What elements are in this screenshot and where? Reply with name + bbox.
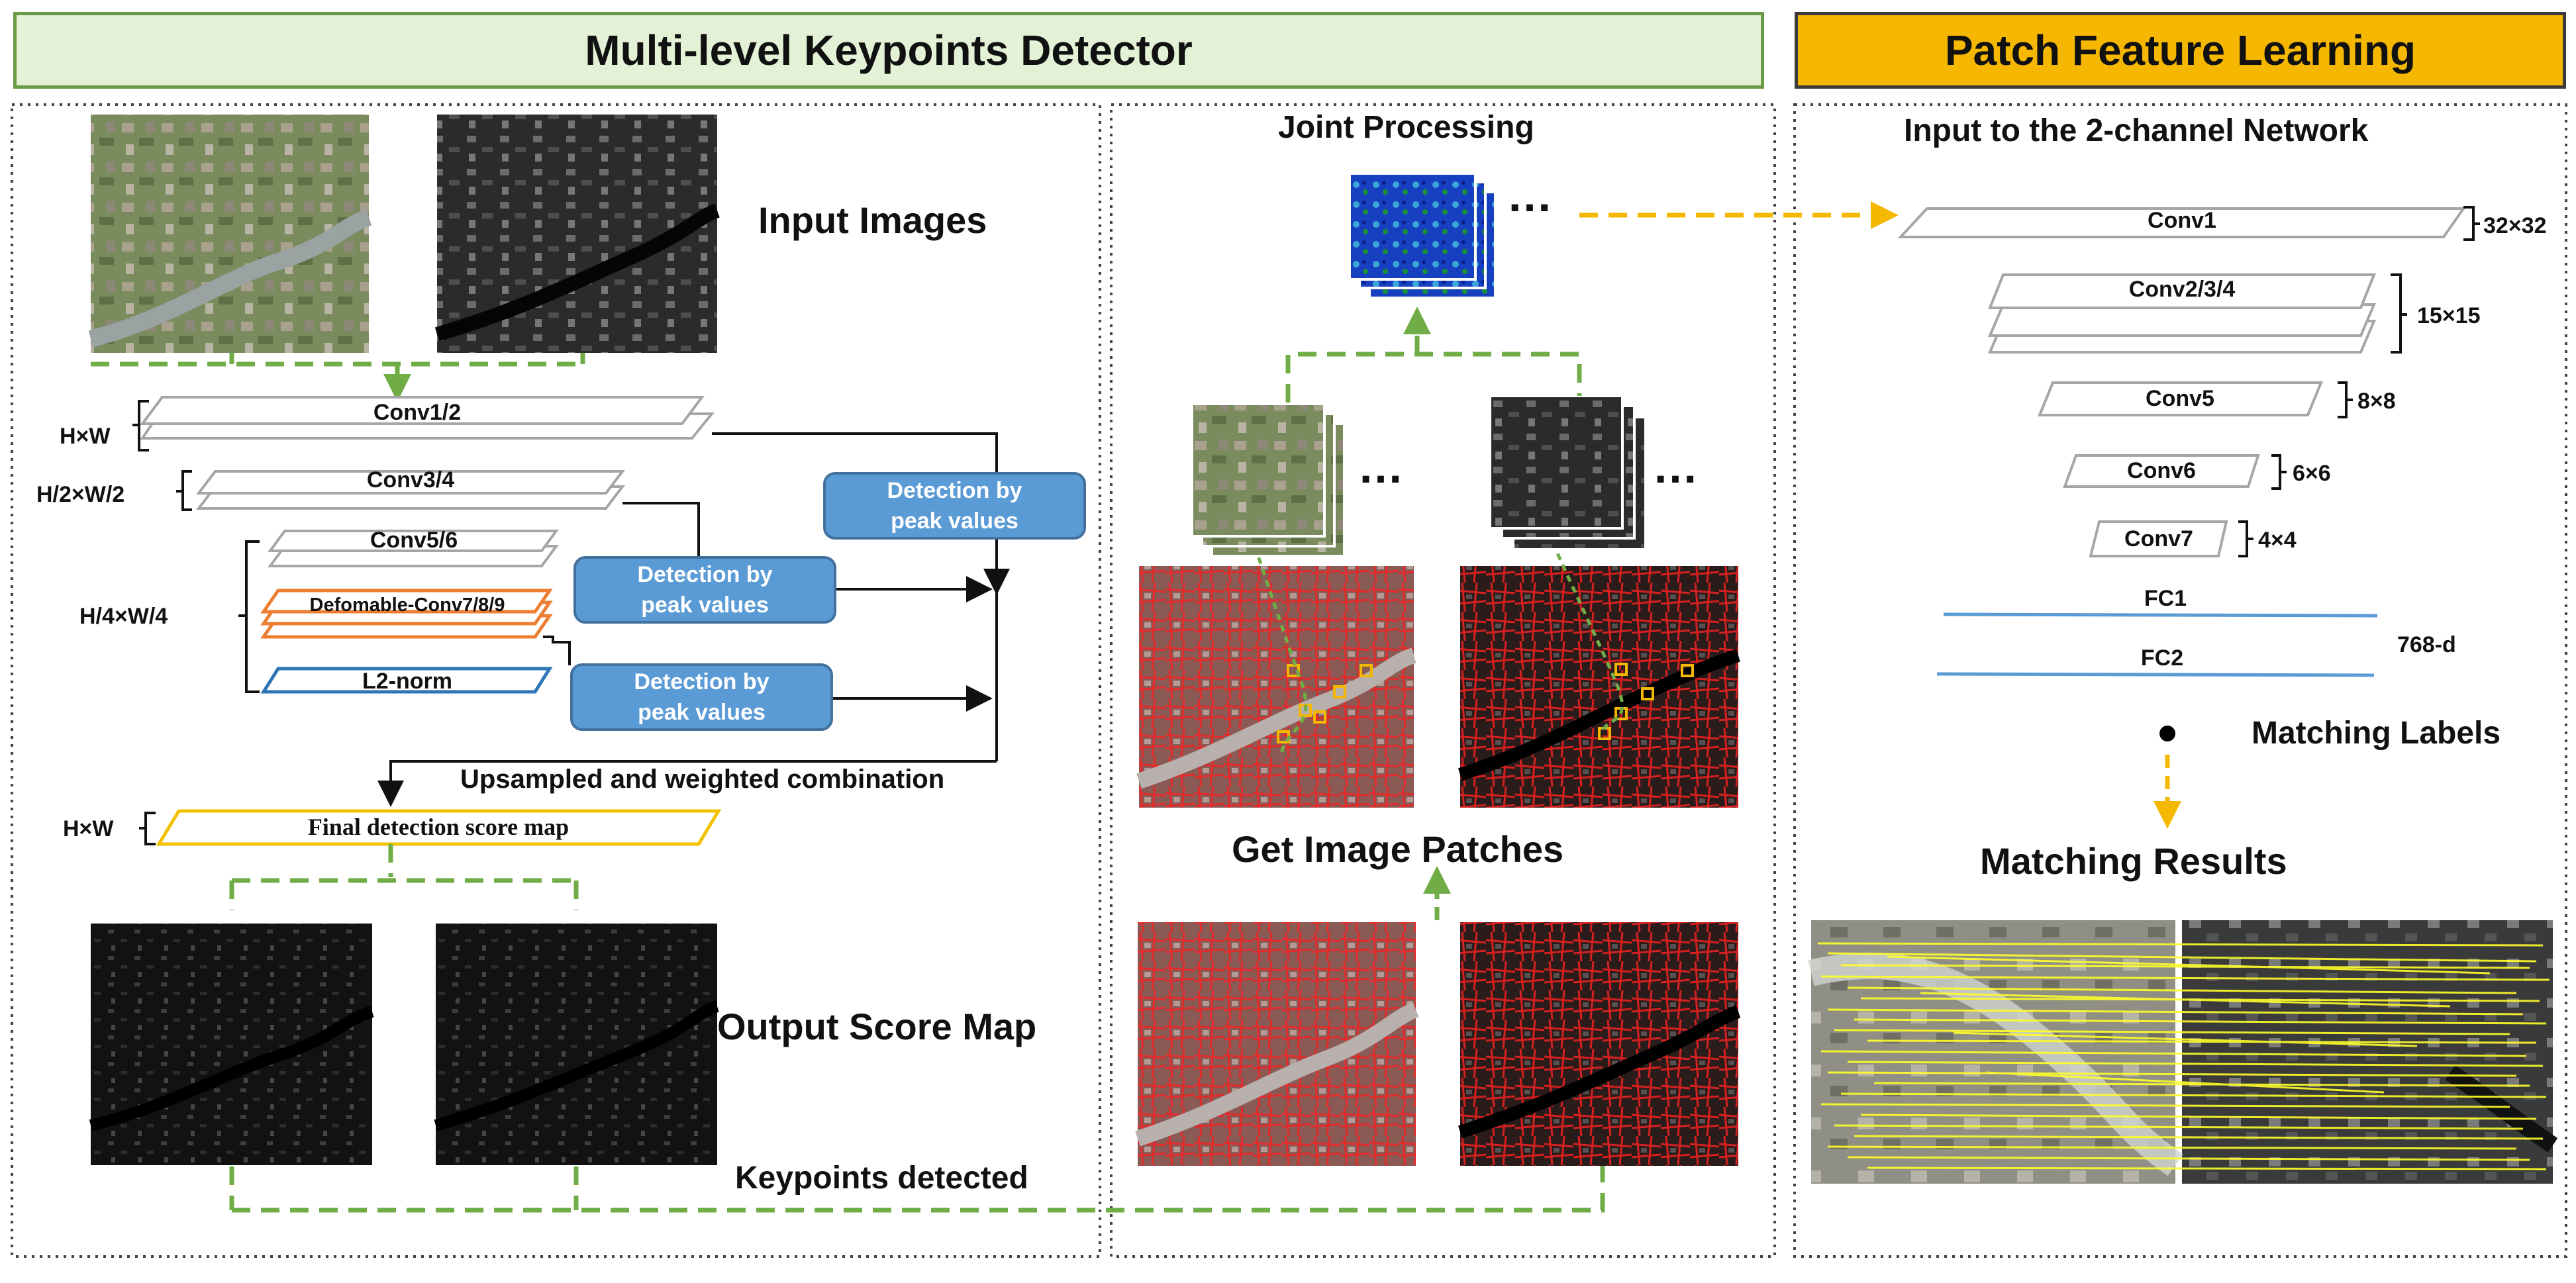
header-detector-text: Multi-level Keypoints Detector: [585, 26, 1193, 74]
final-score-map-layer: [156, 809, 722, 846]
label-joint-processing: Joint Processing: [1278, 110, 1534, 145]
net-brace-4: [2271, 454, 2287, 490]
ellipsis-optical-patch: …: [1358, 441, 1404, 493]
size-label-final: H×W: [63, 816, 114, 841]
label-keypoints-detected: Keypoints detected: [735, 1161, 1028, 1196]
patch-image-optical: [1136, 546, 1416, 808]
layer-conv5-6: [268, 530, 559, 567]
header-patch-text: Patch Feature Learning: [1944, 26, 2416, 74]
detection-box-1-line1: Detection by: [887, 478, 1022, 503]
header-detector: Multi-level Keypoints Detector: [13, 12, 1764, 89]
detector-frame: [11, 103, 1101, 1258]
label-l2-norm: L2-norm: [362, 669, 452, 694]
keypoint-image-sar: [1460, 922, 1738, 1166]
joint-merge-arrow: [1285, 311, 1582, 403]
size-brace-4: [139, 812, 156, 845]
label-conv5-6: Conv5/6: [370, 528, 458, 553]
score-split-arrow: [229, 844, 579, 910]
detection-box-1: Detection by peak values: [823, 472, 1086, 540]
patch-stack-sar: [1489, 395, 1647, 551]
net-size-32: 32×32: [2483, 213, 2547, 238]
input-image-optical: [88, 115, 372, 353]
detection-box-3-line1: Detection by: [634, 669, 769, 694]
net-size-8: 8×8: [2357, 389, 2396, 414]
detection-box-1-line2: peak values: [891, 508, 1018, 534]
net-conv1: [1897, 207, 2466, 238]
net-brace-2: [2391, 273, 2407, 354]
ellipsis-joint: …: [1507, 169, 1553, 221]
layer-conv1-2: [140, 396, 715, 440]
size-label-half: H/2×W/2: [36, 482, 125, 507]
label-input-network: Input to the 2-channel Network: [1904, 113, 2369, 148]
net-size-6: 6×6: [2293, 461, 2331, 486]
detection-box-3: Detection by peak values: [570, 663, 833, 731]
net-label-conv1: Conv1: [2148, 208, 2216, 233]
net-label-conv2-3-4: Conv2/3/4: [2128, 277, 2236, 302]
patch-image-sar: [1458, 542, 1740, 808]
output-score-map-sar: [434, 924, 719, 1165]
detection-box-3-line2: peak values: [638, 700, 766, 725]
line-conv34-det: [622, 502, 700, 559]
label-deformable-conv: Defomable-Conv7/8/9: [309, 594, 505, 616]
arrow-combination: [377, 760, 997, 807]
label-conv1-2: Conv1/2: [373, 400, 462, 425]
detection-box-2-line2: peak values: [641, 593, 769, 618]
size-label-hw: H×W: [60, 424, 111, 449]
patch-stack-optical: [1191, 403, 1346, 557]
net-label-fc-dim: 768-d: [2397, 632, 2456, 657]
label-matching-labels: Matching Labels: [2252, 716, 2501, 751]
net-fc2-line: [1936, 672, 2375, 677]
net-size-4: 4×4: [2258, 528, 2297, 553]
joint-frame: [1110, 103, 1776, 1258]
joint-processed-stack: [1348, 172, 1497, 299]
label-conv3-4: Conv3/4: [366, 467, 455, 493]
keypoint-river-sar: [1458, 1005, 1741, 1139]
detection-box-2: Detection by peak values: [573, 556, 836, 624]
net-brace-5: [2238, 520, 2254, 557]
net-conv5: [2038, 381, 2323, 416]
ellipsis-sar-patch: …: [1652, 441, 1699, 493]
net-conv2-3-4: [1987, 273, 2377, 354]
layer-l2-norm: [260, 667, 553, 694]
line-deform-det: [543, 636, 571, 665]
net-conv7: [2089, 520, 2228, 557]
matching-results-image: [1808, 920, 2558, 1184]
matching-label-dot: [2159, 726, 2175, 741]
layer-conv3-4: [195, 470, 626, 510]
keypoints-path: [229, 1165, 1605, 1213]
net-conv6: [2063, 454, 2260, 488]
input-image-sar: [434, 115, 720, 353]
label-output-score-map: Output Score Map: [717, 1006, 1037, 1047]
size-brace-1: [132, 400, 149, 451]
net-brace-3: [2338, 381, 2353, 418]
net-label-conv5: Conv5: [2146, 386, 2214, 411]
keypoint-river-optical: [1135, 1002, 1419, 1147]
net-label-fc2: FC2: [2140, 645, 2184, 671]
net-fc1-line: [1943, 612, 2378, 618]
label-final-score-map: Final detection score map: [307, 814, 570, 840]
size-brace-3: [238, 540, 260, 693]
net-label-fc1: FC1: [2144, 586, 2187, 611]
label-input-images: Input Images: [758, 199, 987, 241]
layer-deformable-conv: [260, 589, 553, 639]
label-matching-results: Matching Results: [1980, 840, 2287, 882]
net-size-15: 15×15: [2417, 303, 2481, 328]
net-label-conv6: Conv6: [2127, 458, 2196, 483]
size-brace-2: [176, 470, 192, 511]
input-merge-arrow: [91, 353, 585, 397]
size-label-quarter: H/4×W/4: [79, 604, 168, 629]
detection-box-2-line1: Detection by: [637, 562, 773, 587]
net-brace-1: [2463, 206, 2480, 241]
label-get-image-patches: Get Image Patches: [1232, 828, 1564, 870]
output-score-map-optical: [89, 924, 374, 1165]
label-combination: Upsampled and weighted combination: [460, 765, 945, 794]
net-label-conv7: Conv7: [2124, 526, 2193, 551]
header-patch-learning: Patch Feature Learning: [1795, 12, 2566, 89]
